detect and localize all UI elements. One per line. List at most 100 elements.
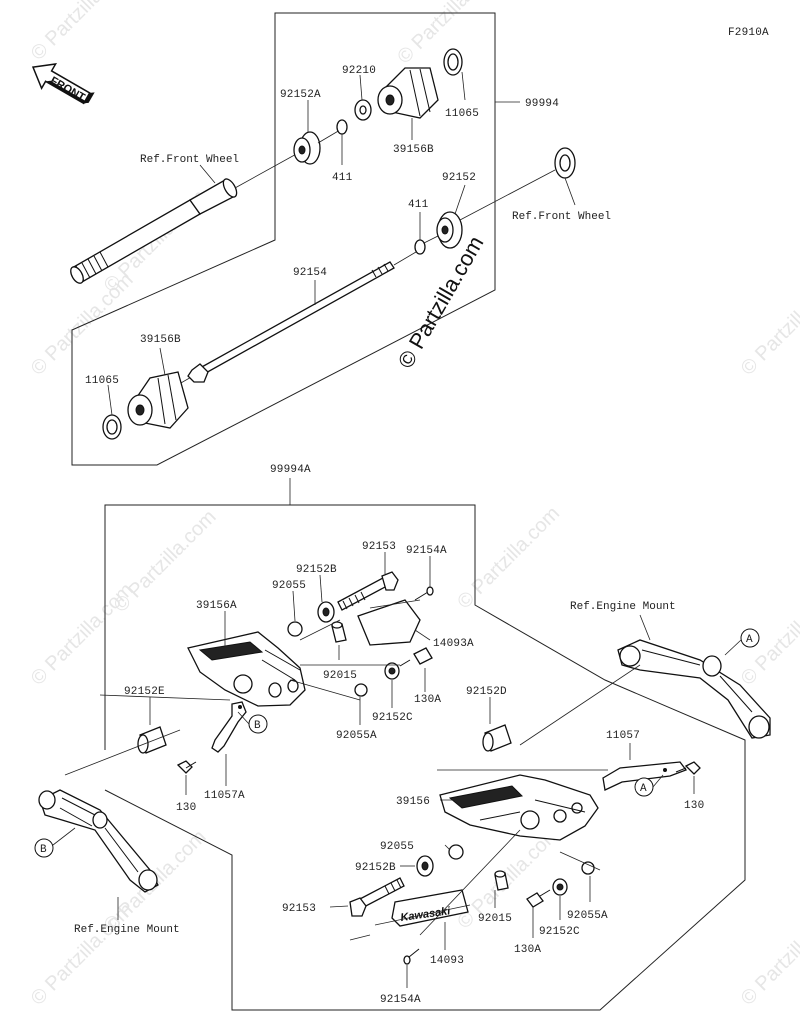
label-ref-engine-mount-left: Ref.Engine Mount [74, 924, 180, 936]
ring-92055-top [287, 621, 303, 637]
label-11057A: 11057A [204, 790, 245, 802]
svg-text:B: B [254, 720, 261, 732]
label-ref-front-wheel-left: Ref.Front Wheel [140, 154, 239, 166]
label-ref-engine-mount-right: Ref.Engine Mount [570, 601, 676, 613]
label-92055A-bottom: 92055A [567, 910, 608, 922]
label-92210: 92210 [342, 65, 376, 77]
label-39156A: 39156A [196, 600, 237, 612]
front-arrow-icon: FRONT [31, 63, 95, 105]
slider-39156 [439, 774, 599, 841]
sleeve-92015-bottom [494, 870, 509, 891]
slider-39156B-top [377, 67, 439, 119]
bolt-130-right [675, 761, 701, 775]
bracket-11057 [602, 761, 688, 791]
front-axle-left [70, 178, 238, 284]
nut-92152C-bottom [552, 878, 568, 896]
clip-11065-top [443, 48, 463, 76]
watermark-text: © Partzilla.com [27, 899, 138, 1010]
collar-92152A [293, 131, 321, 165]
callout-A-bracket: A [634, 774, 664, 797]
label-411-top: 411 [332, 172, 353, 184]
nut-92152C-top [384, 662, 400, 680]
label-92152E: 92152E [124, 686, 165, 698]
label-39156B-bottom: 39156B [140, 334, 181, 346]
label-14093: 14093 [430, 955, 464, 967]
label-92152B-bottom: 92152B [355, 862, 396, 874]
collar-92152B-top [317, 601, 335, 623]
label-130-left: 130 [176, 802, 196, 814]
washer-411-top [336, 119, 348, 135]
label-92015-top: 92015 [323, 670, 357, 682]
clip-11065-bottom [102, 414, 122, 440]
watermark-text: © Partzilla.com [27, 0, 138, 65]
engine-mount-left [38, 789, 159, 893]
slider-39156B-bottom [127, 371, 189, 429]
label-411-mid: 411 [408, 199, 429, 211]
front-label: FRONT [48, 75, 87, 104]
bracket-11057A [211, 701, 247, 753]
collar-92152B-bottom [416, 855, 434, 877]
copyright-text: © Partzilla.com [393, 232, 489, 373]
axle-spacer-right [554, 147, 576, 179]
label-11065-top: 11065 [445, 108, 479, 120]
frame-box-99994 [71, 12, 496, 466]
label-39156B-top: 39156B [393, 144, 434, 156]
label-130-right: 130 [684, 800, 704, 812]
label-92055-bottom: 92055 [380, 841, 414, 853]
label-39156: 39156 [396, 796, 430, 808]
washer-411-mid [414, 239, 426, 255]
label-ref-front-wheel-right: Ref.Front Wheel [512, 211, 611, 223]
watermark-text: © Partzilla.com [27, 579, 138, 690]
callout-B-bracket: B [237, 711, 268, 734]
label-92153-bottom: 92153 [282, 903, 316, 915]
svg-text:A: A [640, 783, 647, 795]
watermark-text: © Partzilla.com [737, 899, 800, 1010]
label-99994: 99994 [525, 98, 559, 110]
label-92055A-top: 92055A [336, 730, 377, 742]
callout-A-right-mount: A [724, 628, 760, 656]
engine-mount-right [617, 639, 771, 739]
screw-92154A-bottom [403, 948, 420, 965]
label-92152B-top: 92152B [296, 564, 337, 576]
spacer-92152E [137, 726, 167, 754]
label-92055-top: 92055 [272, 580, 306, 592]
ring-92055A-bottom [581, 861, 595, 875]
label-130A-top: 130A [414, 694, 441, 706]
watermark-text: © Partzilla.com [737, 269, 800, 380]
label-92152: 92152 [442, 172, 476, 184]
label-11065-bottom: 11065 [85, 375, 119, 387]
sleeve-92015-top [331, 621, 347, 643]
svg-text:B: B [40, 844, 47, 856]
spacer-92152D [482, 724, 512, 752]
bolt-92154 [187, 261, 395, 383]
label-99994A: 99994A [270, 464, 311, 476]
watermark-text: © Partzilla.com [27, 269, 138, 380]
svg-text:A: A [746, 634, 753, 646]
bolt-130A-top [399, 647, 433, 667]
label-92154A-bottom: 92154A [380, 994, 421, 1006]
label-92154: 92154 [293, 267, 327, 279]
label-130A-bottom: 130A [514, 944, 541, 956]
label-92152C-top: 92152C [372, 712, 413, 724]
leader-lines-bottom [64, 552, 695, 988]
label-14093A: 14093A [433, 638, 474, 650]
leader-lines-top [107, 71, 576, 416]
cover-plate-14093A [357, 599, 421, 646]
label-92152C-bottom: 92152C [539, 926, 580, 938]
nut-92210 [354, 99, 372, 121]
label-92152A: 92152A [280, 89, 321, 101]
screw-92154A-top [414, 586, 434, 601]
bolt-130-left [176, 760, 197, 774]
slider-39156A [187, 631, 306, 707]
label-92153-top: 92153 [362, 541, 396, 553]
callout-B-left-mount: B [34, 827, 76, 858]
bolt-92153-top [337, 571, 399, 611]
watermark-text: © Partzilla.com [453, 502, 564, 613]
frame-box-99994A [104, 504, 746, 1011]
bolt-130A-bottom [526, 889, 551, 908]
label-92154A-top: 92154A [406, 545, 447, 557]
figure-code: F2910A [728, 27, 769, 39]
bolt-92153-bottom [349, 877, 405, 917]
ring-92055-bottom [448, 844, 464, 860]
collar-92152 [436, 211, 463, 249]
